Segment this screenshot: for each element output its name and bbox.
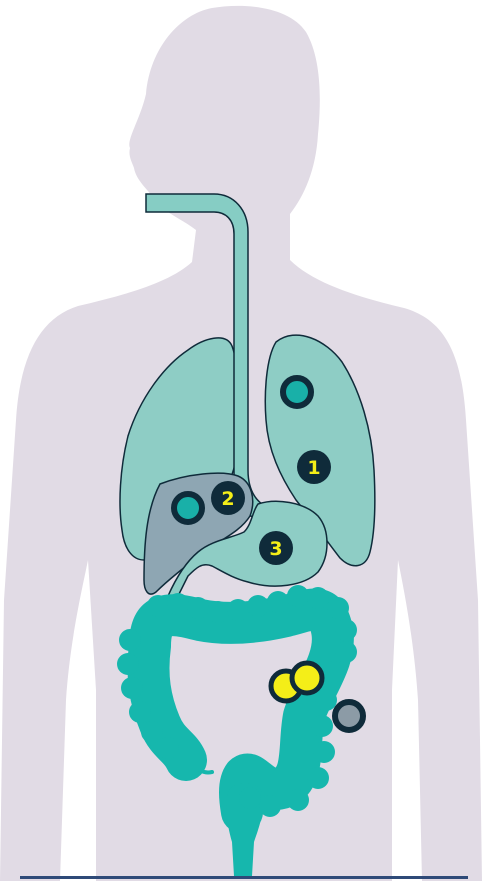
colon-bump bbox=[323, 661, 345, 683]
colon-bump bbox=[287, 789, 309, 811]
colon-bump bbox=[187, 597, 209, 619]
colon-bump bbox=[167, 593, 189, 615]
colon-bump bbox=[315, 689, 337, 711]
label-2-text: 2 bbox=[221, 488, 234, 510]
colon-bump bbox=[259, 795, 281, 817]
marker-yellow-right bbox=[292, 663, 322, 693]
colon-bump bbox=[307, 587, 329, 609]
colon-bump bbox=[287, 585, 309, 607]
colon-bump bbox=[147, 595, 169, 617]
colon-bump bbox=[129, 701, 151, 723]
colon-bump bbox=[267, 591, 289, 613]
colon-bump bbox=[335, 641, 357, 663]
colon-bump bbox=[313, 741, 335, 763]
colon-bump bbox=[247, 595, 269, 617]
label-2: 2 bbox=[211, 481, 245, 515]
colon-bump bbox=[119, 629, 141, 651]
marker-gray bbox=[335, 702, 363, 730]
label-3: 3 bbox=[259, 531, 293, 565]
colon-bump bbox=[307, 767, 329, 789]
colon-bump bbox=[311, 715, 333, 737]
colon-bump bbox=[121, 677, 143, 699]
colon-bump bbox=[327, 597, 349, 619]
marker-teal-lung bbox=[283, 378, 311, 406]
colon-bump bbox=[207, 601, 229, 623]
label-3-text: 3 bbox=[269, 538, 282, 560]
marker-teal-liver bbox=[174, 494, 202, 522]
baseline-rule bbox=[20, 876, 468, 879]
colon-bump bbox=[335, 619, 357, 641]
colon-bump bbox=[157, 737, 179, 759]
label-1: 1 bbox=[297, 450, 331, 484]
colon-bump bbox=[117, 653, 139, 675]
colon-bump bbox=[239, 787, 261, 809]
label-1-text: 1 bbox=[307, 457, 320, 479]
colon-bump bbox=[227, 599, 249, 621]
colon-bump bbox=[141, 721, 163, 743]
